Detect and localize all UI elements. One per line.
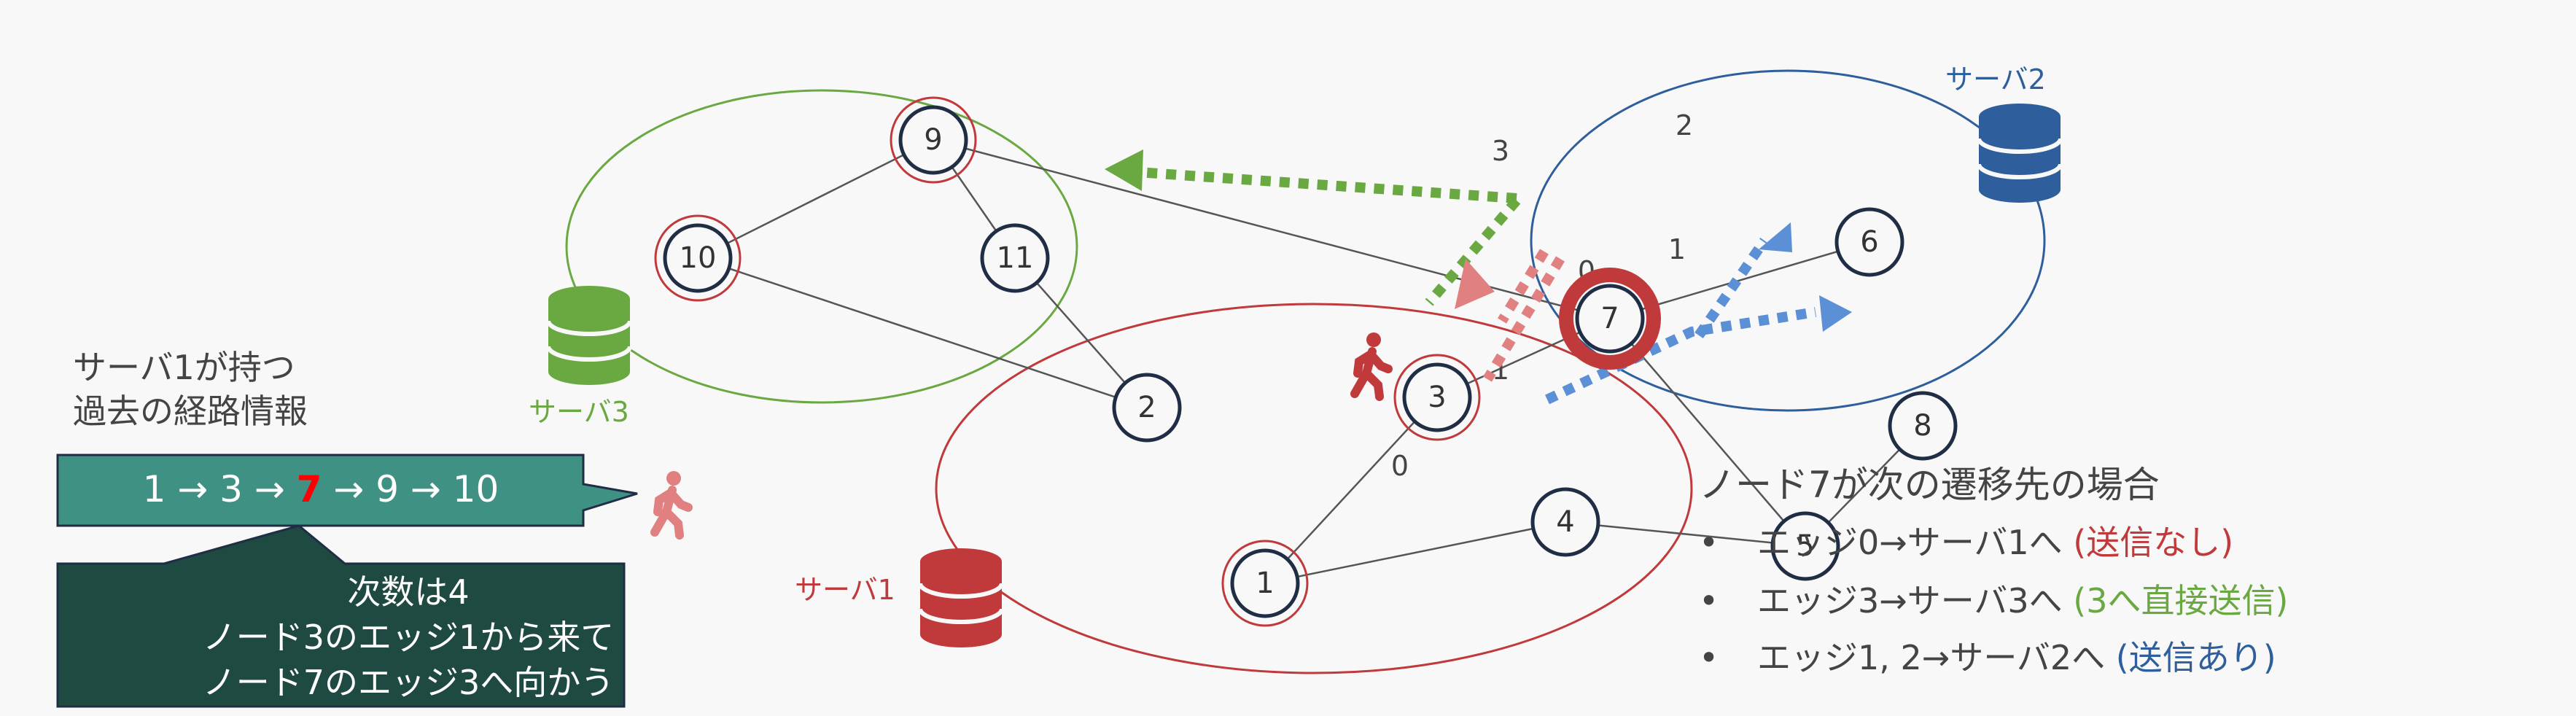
svg-text:11: 11 — [997, 241, 1034, 275]
server2-label: サーバ2 — [1945, 63, 2046, 96]
edge-label: 3 — [1492, 135, 1509, 167]
visited-ring — [1221, 540, 1309, 627]
node-9[interactable]: 9 — [898, 105, 968, 175]
svg-text:エッジ1, 2→サーバ2へ (送信あり): エッジ1, 2→サーバ2へ (送信あり) — [1757, 638, 2276, 677]
path-sequence: 1 → 3 → 7 → 9 → 10 — [143, 468, 499, 510]
node-11[interactable]: 11 — [980, 223, 1050, 293]
svg-text:10: 10 — [680, 241, 717, 275]
server3-region — [565, 89, 1078, 404]
callout-line3: ノード7のエッジ3へ向かう — [203, 663, 615, 702]
node-10[interactable]: 10 — [663, 223, 733, 293]
edge-label: 2 — [1676, 109, 1693, 141]
server3-label: サーバ3 — [529, 396, 629, 428]
svg-text:3: 3 — [1428, 381, 1446, 414]
callout-line1: 次数は4 — [347, 572, 469, 612]
svg-text:•: • — [1699, 638, 1719, 677]
legend-item: • エッジ3→サーバ3へ (3へ直接送信) — [1699, 581, 2288, 620]
svg-text:エッジ0→サーバ1へ (送信なし): エッジ0→サーバ1へ (送信なし) — [1757, 523, 2233, 562]
legend-item: • エッジ1, 2→サーバ2へ (送信あり) — [1699, 638, 2276, 677]
callout-line2: ノード3のエッジ1から来て — [203, 618, 615, 657]
server1-label: サーバ1 — [795, 574, 895, 606]
server1-region — [935, 303, 1693, 674]
svg-text:•: • — [1699, 523, 1719, 562]
svg-text:エッジ3→サーバ3へ (3へ直接送信): エッジ3→サーバ3へ (3へ直接送信) — [1757, 581, 2288, 620]
node-8[interactable]: 8 — [1888, 391, 1958, 461]
database-icon-server1 — [918, 548, 1004, 647]
node-3[interactable]: 3 — [1402, 362, 1472, 432]
node-6[interactable]: 6 — [1834, 207, 1904, 277]
visited-ring — [890, 96, 977, 184]
walker-icon — [1350, 332, 1393, 401]
transfer-arrows — [1105, 149, 1852, 405]
svg-text:9: 9 — [924, 123, 942, 157]
svg-text:8: 8 — [1913, 409, 1931, 443]
walker-icon — [650, 471, 693, 540]
current-node-ring — [1559, 268, 1661, 370]
svg-text:4: 4 — [1556, 505, 1574, 539]
svg-text:7: 7 — [1600, 302, 1619, 335]
database-icon-server3 — [546, 286, 632, 385]
edge-label: 0 — [1391, 450, 1409, 482]
history-title-line2: 過去の経路情報 — [73, 392, 308, 431]
node-4[interactable]: 4 — [1530, 487, 1600, 557]
svg-text:•: • — [1699, 581, 1719, 620]
svg-text:2: 2 — [1137, 391, 1156, 424]
svg-text:1: 1 — [1256, 567, 1274, 600]
node-7[interactable]: 7 — [1575, 284, 1645, 354]
path-box — [56, 454, 638, 527]
callout-box — [56, 524, 626, 708]
edges — [697, 139, 1923, 585]
node-1[interactable]: 1 — [1230, 548, 1300, 618]
legend-title: ノード7が次の遷移先の場合 — [1699, 464, 2160, 506]
svg-text:6: 6 — [1860, 225, 1878, 259]
edge-label: 1 — [1668, 233, 1686, 265]
node-2[interactable]: 2 — [1112, 373, 1182, 443]
visited-ring — [1393, 354, 1481, 441]
visited-ring — [654, 214, 742, 302]
svg-text:5: 5 — [1796, 529, 1814, 563]
node-5[interactable]: 5 — [1770, 511, 1840, 581]
database-icon-server2 — [1977, 104, 2063, 203]
legend-item: • エッジ0→サーバ1へ (送信なし) — [1699, 523, 2233, 562]
history-title-line1: サーバ1が持つ — [73, 348, 295, 387]
server2-region — [1530, 69, 2046, 412]
